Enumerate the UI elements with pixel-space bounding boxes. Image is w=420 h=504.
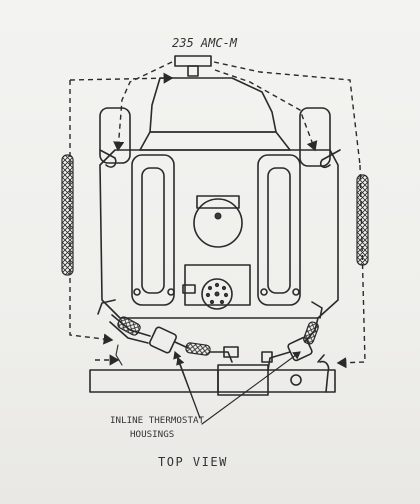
callout-leaders [173, 350, 301, 425]
top-fitting [174, 55, 212, 77]
engine-block [97, 77, 341, 319]
right-thermostat-housing [287, 336, 313, 362]
lower-hoses [109, 314, 319, 371]
left-heater-hose [61, 154, 74, 276]
radiator-tank [89, 344, 336, 396]
right-heater-hose [356, 174, 369, 266]
left-thermostat-housing [148, 326, 189, 354]
view-label: TOP VIEW [158, 455, 228, 469]
engine-label: 235 AMC-M [172, 36, 238, 50]
callout-text-line1: INLINE THERMOSTAT [110, 415, 205, 426]
callout-text-line2: HOUSINGS [130, 429, 174, 440]
